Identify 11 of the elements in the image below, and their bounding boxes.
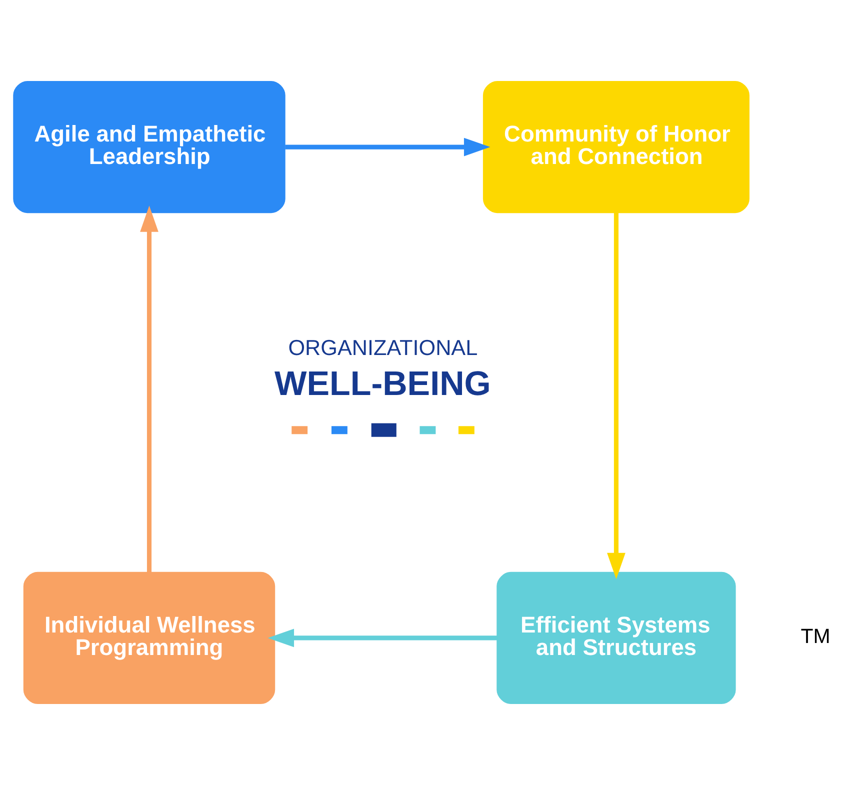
node-box: Agile and Empathetic Leadership (12, 80, 285, 214)
node-label: ORGANIZATIONAL (288, 335, 478, 360)
node-box: Efficient Systems and Structures (496, 572, 736, 704)
arrow (267, 628, 497, 648)
node-box: Individual Wellness Programming (22, 572, 275, 704)
arrow (606, 212, 625, 580)
label: TM (800, 624, 830, 648)
node-box: Community of Honor and Connection (482, 80, 749, 214)
arrow (284, 138, 490, 156)
node-label: WELL-BEING (274, 364, 490, 403)
arrow (140, 206, 158, 572)
